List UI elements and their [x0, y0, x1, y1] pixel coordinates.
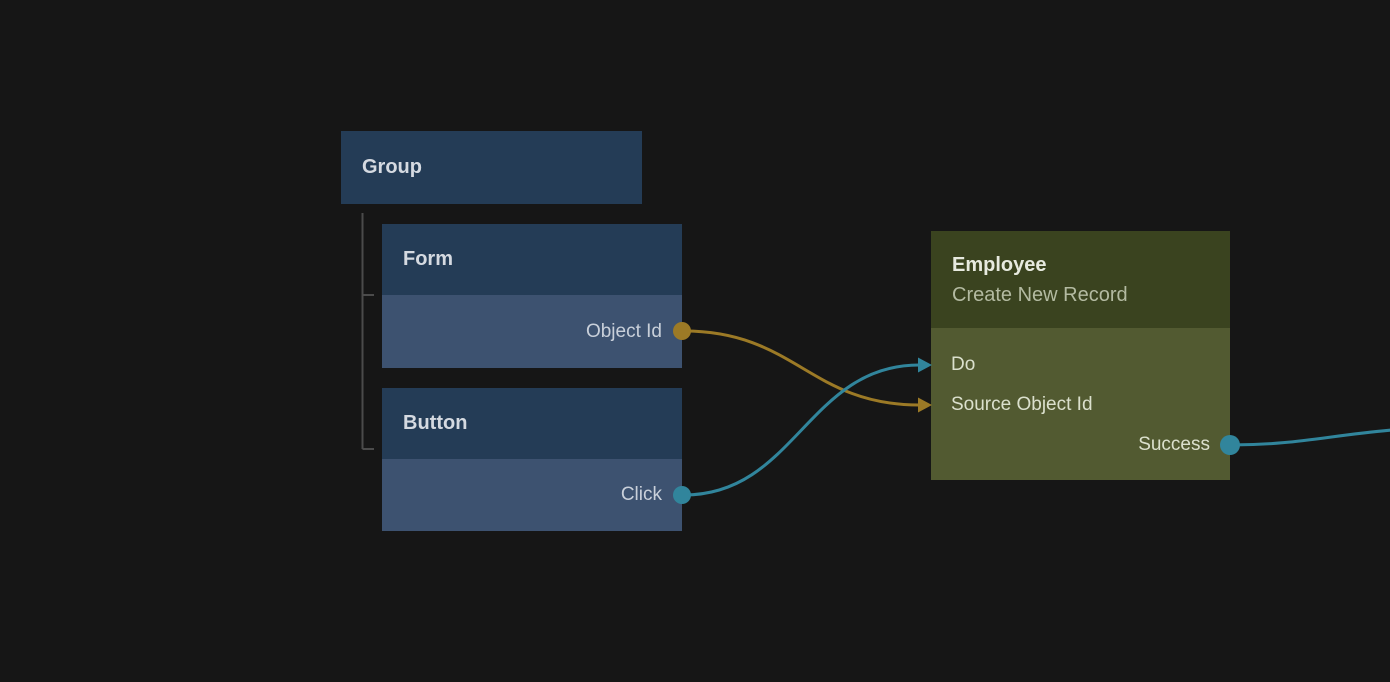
node-button-title: Button: [403, 412, 468, 434]
node-form[interactable]: Form Object Id: [382, 224, 682, 368]
edge-success-out[interactable]: [1228, 428, 1390, 447]
node-employee-subtitle: Create New Record: [952, 283, 1128, 306]
output-row-success: Success: [931, 425, 1230, 465]
output-port-object-id[interactable]: [673, 322, 691, 340]
node-button-body: Click: [382, 459, 682, 531]
edge-click-to-do[interactable]: [682, 363, 921, 497]
node-employee-header: Employee Create New Record: [931, 231, 1230, 328]
node-button-header: Button: [382, 388, 682, 459]
node-form-body: Object Id: [382, 295, 682, 368]
node-button[interactable]: Button Click: [382, 388, 682, 531]
output-port-click[interactable]: [673, 486, 691, 504]
node-group[interactable]: Group: [341, 131, 642, 204]
node-group-title: Group: [362, 156, 422, 178]
output-label-object-id: Object Id: [585, 320, 662, 342]
node-employee-body: Do Source Object Id Success: [931, 328, 1230, 480]
input-label-do: Do: [951, 354, 976, 375]
node-group-header: Group: [341, 131, 642, 204]
output-label-success: Success: [1138, 434, 1210, 455]
node-form-header: Form: [382, 224, 682, 295]
output-port-success[interactable]: [1220, 435, 1240, 455]
input-row-source-object-id: Source Object Id: [931, 385, 1230, 425]
node-form-title: Form: [403, 248, 453, 270]
input-row-do: Do: [931, 345, 1230, 385]
input-label-source-object-id: Source Object Id: [951, 394, 1093, 415]
tree-connector-line: [361, 213, 374, 450]
input-arrow-do[interactable]: [918, 357, 932, 373]
output-label-click: Click: [620, 484, 662, 505]
input-arrow-source-object-id[interactable]: [918, 397, 932, 413]
node-employee[interactable]: Employee Create New Record Do Source Obj…: [931, 231, 1230, 480]
node-employee-title: Employee: [952, 253, 1047, 276]
edge-object-id-to-source-object-id[interactable]: [682, 329, 921, 407]
